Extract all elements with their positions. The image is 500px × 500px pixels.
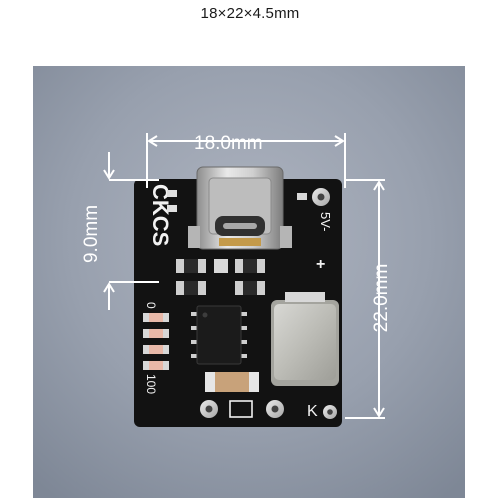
pad-label-voltage: 5V-	[318, 212, 333, 232]
pcb-board: CKCS 5V- +	[134, 166, 342, 427]
led-label-top: 0	[144, 302, 158, 309]
dimension-height	[345, 179, 385, 419]
smd-components-row	[176, 259, 265, 295]
battery-outline-silkscreen	[229, 400, 253, 418]
product-size-caption: 18×22×4.5mm	[200, 5, 300, 22]
pad-label-k: K	[307, 403, 318, 420]
charging-ic-chip	[191, 305, 247, 365]
pad-label-plus: +	[316, 256, 325, 273]
component-c2	[167, 205, 177, 212]
component-r1	[297, 193, 307, 200]
dimension-width	[146, 133, 346, 188]
usb-c-connector	[188, 166, 292, 250]
dimension-offset	[103, 152, 159, 310]
component-c1	[167, 190, 177, 197]
led-indicator-column	[143, 313, 169, 370]
product-photo: CKCS 5V- +	[33, 66, 465, 498]
dimension-offset-label: 9.0mm	[81, 205, 102, 263]
dimension-width-label: 18.0mm	[194, 133, 263, 154]
power-inductor	[271, 292, 339, 386]
dimension-height-label: 22.0mm	[371, 264, 392, 333]
led-label-bottom: 100	[144, 374, 158, 394]
smd-capacitor-bottom	[205, 372, 259, 392]
